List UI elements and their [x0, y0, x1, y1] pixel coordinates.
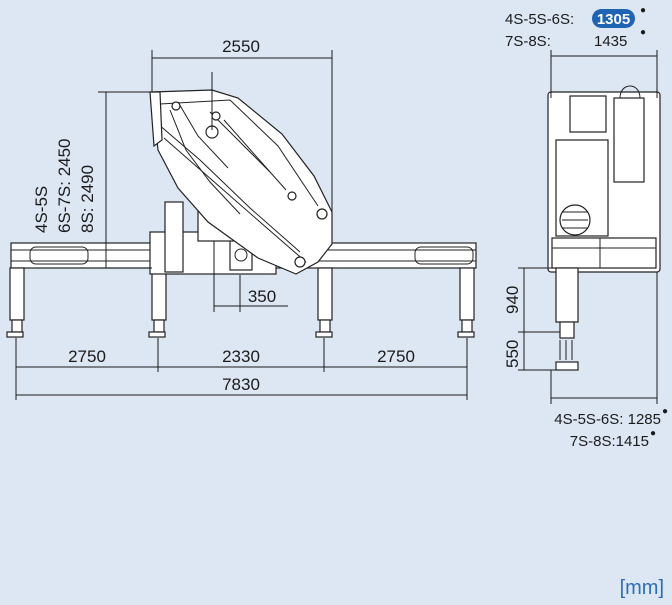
unit-label: [mm]	[620, 577, 664, 599]
dim-leg-lower: 550	[503, 340, 522, 368]
bullet-1: ●	[640, 5, 646, 16]
control-post	[164, 201, 184, 273]
side-top-value-1: 1305	[597, 11, 630, 28]
side-bottom-line-1: 4S-5S-6S: 1285	[554, 411, 661, 428]
outrigger-leg-far-left	[6, 267, 25, 338]
folded-boom	[151, 89, 333, 275]
dim-span-right: 2750	[377, 347, 415, 366]
front-dimensions: 2550 4S-5S 6S-7S: 2450 8S: 2490 350 2750…	[15, 37, 468, 400]
side-bottom-line-2: 7S-8S:1415	[570, 433, 649, 450]
bullet-3: ●	[662, 406, 668, 417]
boom-tip	[149, 91, 163, 148]
side-top-label-1: 4S-5S-6S:	[505, 11, 574, 28]
side-leg-upper	[555, 267, 579, 323]
dim-total-span: 7830	[222, 375, 260, 394]
dim-span-left: 2750	[68, 347, 106, 366]
dim-height-line-2: 6S-7S: 2450	[55, 138, 74, 233]
dim-top-width: 2550	[222, 37, 260, 56]
crane-side-view	[547, 85, 661, 371]
bullet-4: ●	[650, 428, 656, 439]
badge-highlight	[592, 9, 635, 28]
outrigger-leg-inner-right	[315, 267, 333, 338]
dim-height-line-1: 4S-5S	[32, 186, 51, 233]
bullet-2: ●	[640, 27, 646, 38]
crane-front-view	[6, 89, 477, 338]
dim-height-line-3: 8S: 2490	[78, 165, 97, 233]
dim-leg-upper: 940	[503, 286, 522, 314]
side-top-value-2: 1435	[594, 33, 627, 50]
side-top-label-2: 7S-8S:	[505, 33, 551, 50]
side-dimensions: 4S-5S-6S: 1305 ● 7S-8S: 1435 ● 940 550 4…	[503, 5, 668, 450]
dim-span-center: 2330	[222, 347, 260, 366]
outrigger-leg-far-right	[457, 267, 475, 338]
outrigger-leg-inner-left	[148, 267, 167, 338]
dim-column-offset: 350	[248, 287, 276, 306]
side-leg-foot	[555, 361, 579, 371]
